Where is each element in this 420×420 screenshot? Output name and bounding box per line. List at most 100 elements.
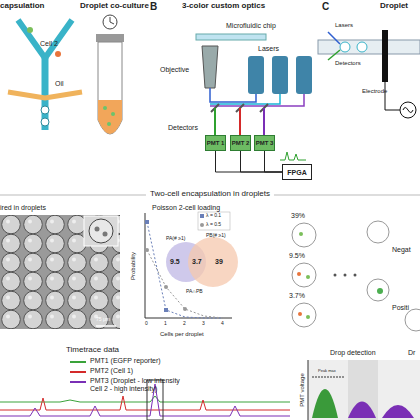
cell: [377, 288, 383, 294]
text-label: Timetrace data: [66, 346, 119, 355]
text-label: Negat: [392, 246, 411, 254]
text-label: 3: [202, 321, 205, 327]
text-label: Lasers: [258, 45, 279, 53]
text-label: 4: [221, 321, 224, 327]
text-label: PA(# ≥1): [166, 236, 185, 242]
cell: [103, 232, 108, 237]
node-text: PMT 2: [232, 140, 250, 146]
panel-title: C: [322, 1, 329, 12]
clock-icon: [103, 15, 117, 29]
legend-text: λ = 0.5: [206, 222, 221, 228]
cell: [27, 27, 33, 33]
text-label: 1: [164, 321, 167, 327]
text-label: 75 μm: [96, 317, 110, 323]
droplet: [367, 279, 389, 301]
data-point: [164, 285, 168, 289]
signal-wire: [265, 151, 283, 172]
ellipsis-dot: [334, 274, 337, 277]
droplet: [41, 106, 49, 114]
plot-axis: [308, 360, 309, 420]
cell: [95, 227, 100, 232]
detection-window: [348, 360, 378, 420]
signal-peak: [312, 389, 338, 418]
text-label: Oil: [55, 80, 64, 88]
inlet-channel: [18, 20, 72, 58]
laser: [296, 56, 312, 94]
node-text: PMT 3: [256, 140, 274, 146]
objective: [202, 46, 218, 88]
data-point: [164, 308, 168, 312]
legend-entry: PMT2 (Cell 1): [70, 367, 210, 375]
data-point: [145, 248, 149, 252]
legend-line-swatch: [70, 361, 86, 363]
droplet: [357, 42, 367, 52]
laser-beam: [210, 88, 256, 102]
legend-marker: [200, 214, 204, 218]
micrograph-inset: [84, 216, 118, 246]
processor-box: FPGA: [282, 164, 312, 180]
cell: [306, 275, 310, 279]
droplet: [367, 221, 389, 243]
signal-trace: [280, 152, 306, 160]
signal-generator: [400, 102, 416, 118]
legend-text: PMT1 (EGFP reporter): [90, 357, 161, 365]
text-label: Poisson 2-cell loading: [152, 204, 220, 212]
legend-entry: PMT1 (EGFP reporter): [70, 357, 210, 365]
text-label: Probability: [130, 252, 137, 280]
electrode: [382, 30, 388, 82]
droplet-micrograph: [0, 215, 120, 329]
laser: [272, 56, 288, 94]
droplet: [89, 219, 113, 243]
droplet: [292, 263, 316, 287]
data-point: [183, 307, 187, 311]
ellipsis-dot: [344, 274, 347, 277]
droplet: [292, 303, 316, 327]
text-label: PB(# ≥1): [206, 233, 226, 239]
tube-liquid: [98, 100, 122, 134]
emission-path: [328, 50, 340, 60]
text-label: Electrode: [362, 88, 387, 95]
cell: [298, 312, 302, 316]
droplet: [405, 309, 420, 331]
text-label: Objective: [160, 66, 189, 74]
oil-channel: [8, 92, 82, 98]
panel-title: 3-color custom optics: [182, 2, 265, 11]
legend-text: PMT3 (Droplet - low intensity Cell 2 - h…: [90, 377, 188, 393]
text-label: Detectors: [168, 124, 198, 132]
text-label: 2: [183, 321, 186, 327]
text-label: 39%: [291, 212, 305, 220]
text-label: Microfluidic chip: [226, 22, 276, 30]
pmt-trace: [0, 396, 290, 410]
text-label: Detectors: [335, 60, 361, 67]
text-label: 9.5: [170, 258, 180, 266]
panel-title: Droplet: [380, 2, 408, 11]
text-label: Drop detection: [330, 349, 376, 357]
text-label: 3.7%: [289, 292, 305, 300]
cell: [299, 232, 303, 236]
droplet: [292, 223, 316, 247]
data-point: [145, 220, 149, 224]
scale-bar: [96, 325, 116, 327]
signal-wire: [241, 151, 283, 172]
emission-path: [239, 108, 241, 135]
section-heading: Two-cell encapsulation in droplets: [146, 190, 274, 199]
legend-marker: [200, 223, 204, 227]
cell: [55, 51, 61, 57]
droplet: [111, 112, 115, 116]
droplet: [41, 118, 49, 126]
text-label: Lasers: [335, 22, 353, 29]
text-label: 0: [145, 321, 148, 327]
tube: [98, 42, 122, 134]
legend-line-swatch: [70, 381, 86, 383]
legend-box: [198, 212, 230, 230]
text-label: 9.5%: [289, 252, 305, 260]
laser-beam: [210, 94, 280, 104]
text-label: Positi: [392, 304, 409, 312]
text-label: PMT voltage: [299, 373, 306, 407]
signal-peak: [382, 405, 414, 418]
legend-text: λ = 0.1: [206, 213, 221, 219]
peak-max-line: [312, 377, 345, 378]
cell: [297, 272, 301, 276]
venn-circle: [188, 237, 238, 287]
